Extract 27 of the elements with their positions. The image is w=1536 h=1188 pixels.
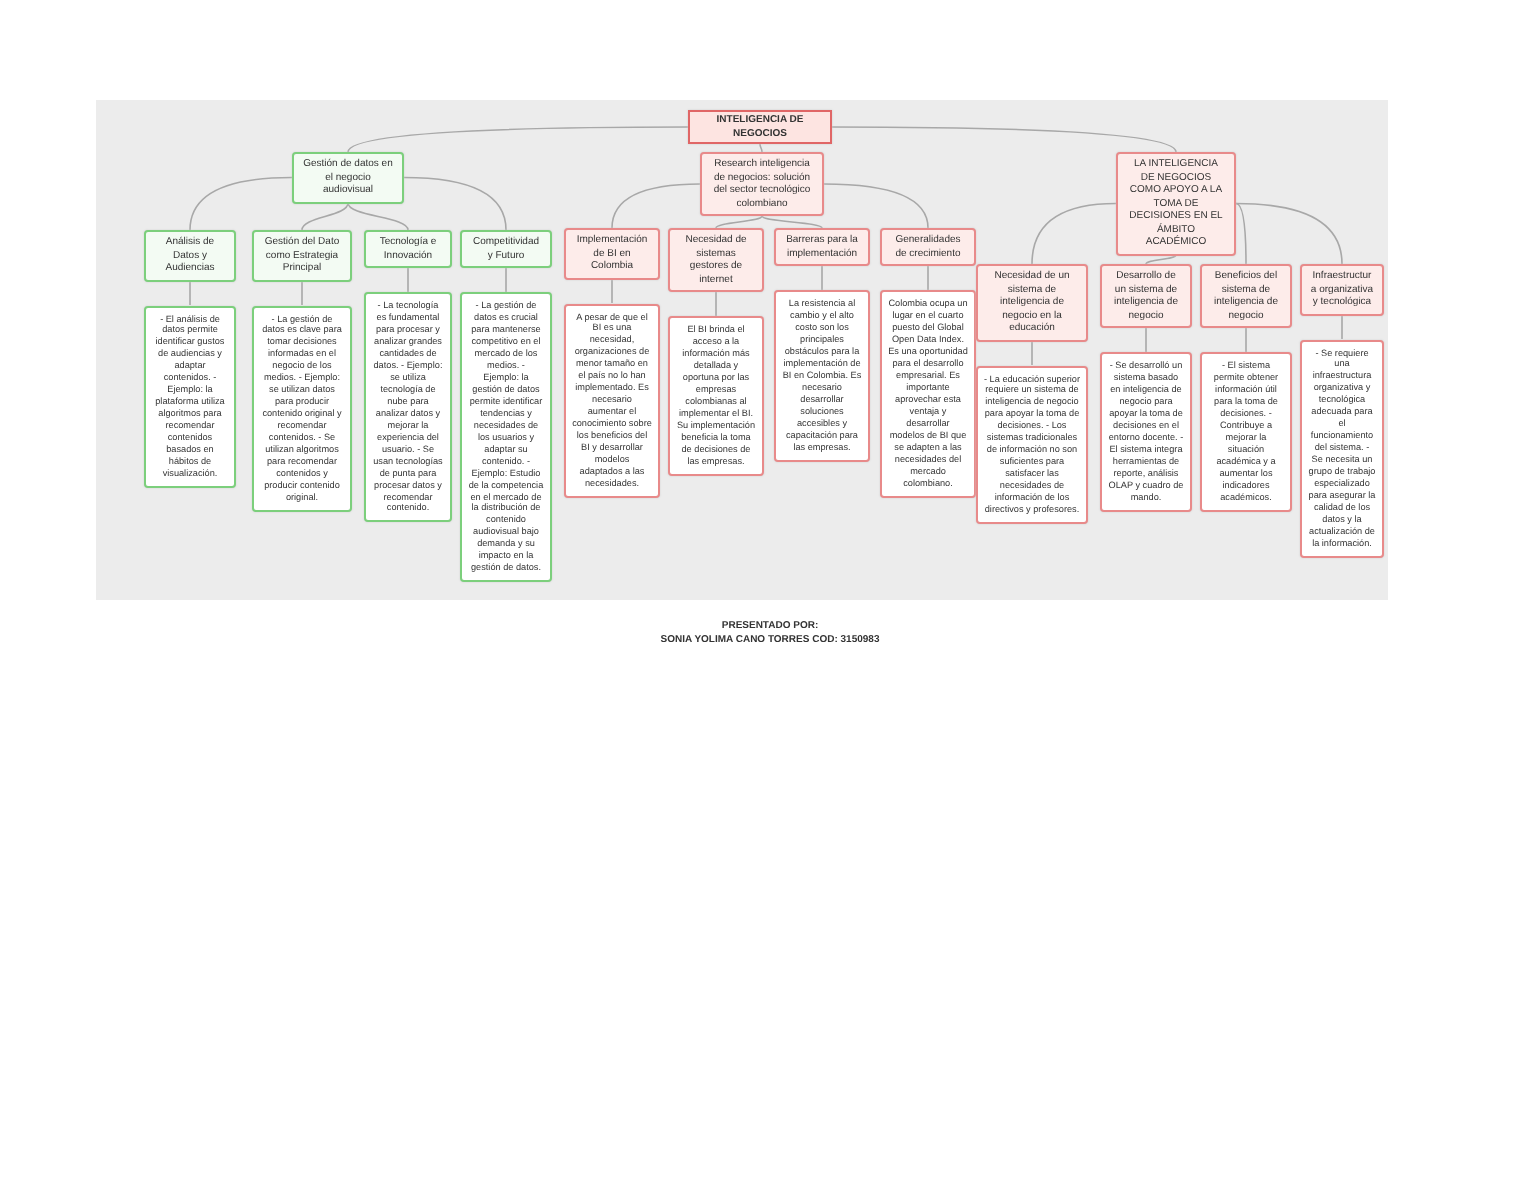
connector-line (1245, 327, 1247, 353)
connector-line (823, 183, 929, 229)
connector-line (403, 176, 507, 231)
connector-line (1145, 327, 1147, 353)
connector-line (301, 202, 349, 231)
connector-line (505, 267, 507, 293)
connector-line (347, 126, 689, 153)
connector-line (1031, 202, 1117, 265)
connector-line (831, 126, 1177, 153)
connector-line (927, 265, 929, 291)
connector-line (1031, 340, 1033, 366)
connector-line (611, 183, 701, 229)
connector-line (821, 265, 823, 291)
connector-line (347, 202, 409, 231)
connector-line (715, 215, 763, 229)
connector-line (407, 267, 409, 293)
connector-line (1341, 314, 1343, 340)
connector-line (759, 143, 763, 153)
connector-line (1145, 254, 1177, 265)
connector-line (189, 176, 293, 231)
connector-line (1235, 202, 1343, 265)
connector-line (715, 291, 717, 317)
connector-line (189, 280, 191, 306)
connector-line (611, 278, 613, 304)
connector-line (301, 280, 303, 306)
connector-line (1235, 202, 1247, 265)
connector-line (761, 215, 823, 229)
